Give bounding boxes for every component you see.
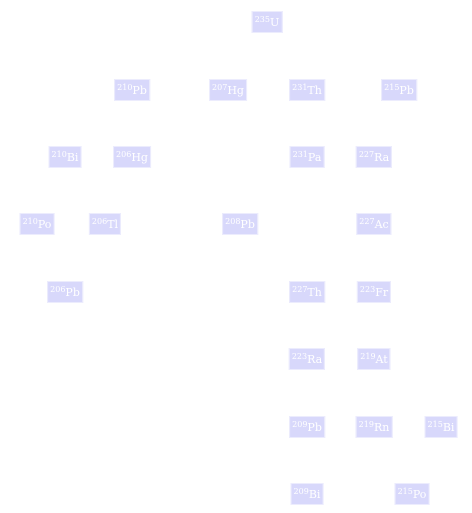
nuclide-po210: 210Po <box>19 213 55 235</box>
nuclide-fr223: 223Fr <box>356 281 392 303</box>
nuclide-at219: 219At <box>357 348 391 370</box>
nuclide-bi215: 215Bi <box>424 416 458 438</box>
nuclide-hg206: 206Hg <box>113 146 151 168</box>
nuclide-ac227: 227Ac <box>356 213 392 235</box>
nuclide-u235: 235U <box>251 11 283 33</box>
nuclide-bi210: 210Bi <box>48 146 82 168</box>
nuclide-ra223: 223Ra <box>288 348 326 370</box>
nuclide-po215: 215Po <box>394 483 430 505</box>
nuclide-pb210: 210Pb <box>114 79 150 101</box>
nuclide-pb208: 208Pb <box>222 213 258 235</box>
nuclide-hg207: 207Hg <box>209 79 247 101</box>
nuclide-tl206: 206Tl <box>88 213 122 235</box>
nuclide-pb215: 215Pb <box>381 79 417 101</box>
nuclide-pb209: 209Pb <box>289 416 325 438</box>
nuclide-pb206: 206Pb <box>47 281 83 303</box>
nuclide-th231: 231Th <box>289 79 325 101</box>
nuclide-bi209: 209Bi <box>290 483 324 505</box>
nuclide-rn219: 219Rn <box>355 416 393 438</box>
nuclide-ra227: 227Ra <box>355 146 393 168</box>
nuclide-pa231: 231Pa <box>289 146 325 168</box>
nuclide-th227: 227Th <box>289 281 325 303</box>
